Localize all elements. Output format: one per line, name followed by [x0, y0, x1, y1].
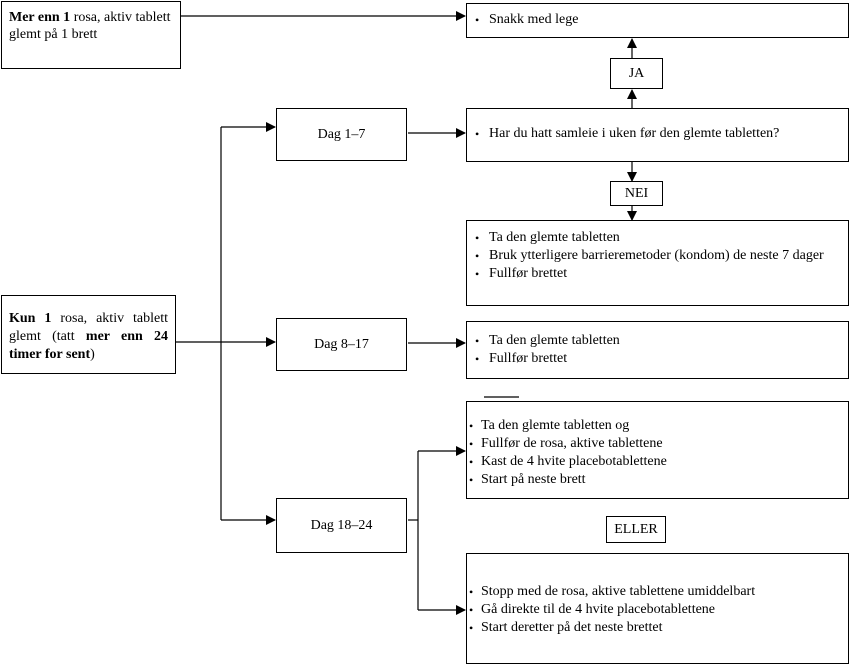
label-no-text: NEI: [624, 186, 649, 201]
list-item: Start deretter på det neste brettet: [469, 619, 848, 637]
box-day-18-24: Dag 18–24: [276, 498, 407, 553]
list-item: Fullfør brettet: [471, 350, 848, 368]
box-talk-to-doctor: Snakk med lege: [466, 3, 849, 38]
list-item: Ta den glemte tabletten: [471, 332, 848, 350]
day-8-17-label: Dag 8–17: [314, 337, 369, 352]
day-18-24-label: Dag 18–24: [310, 518, 373, 533]
list-item: Bruk ytterligere barrieremetoder (kondom…: [471, 247, 840, 265]
list-item: Stopp med de rosa, aktive tablettene umi…: [469, 583, 848, 601]
box-day-8-17-action: Ta den glemte tabletten Fullfør brettet: [466, 321, 849, 379]
label-yes-text: JA: [628, 66, 645, 81]
more-than-one-text: rosa, aktiv tablett glemt på 1 brett: [9, 10, 171, 42]
only-one-close: ): [90, 347, 95, 362]
list-item: Kast de 4 hvite placebotablettene: [469, 453, 848, 471]
list-item: Start på neste brett: [469, 471, 848, 489]
only-one-late-bold: mer enn 24 timer for sent: [9, 329, 168, 362]
list-item: Fullfør de rosa, aktive tablettene: [469, 435, 848, 453]
label-yes: JA: [610, 58, 663, 89]
list-item: Ta den glemte tabletten og: [469, 417, 848, 435]
list-item: Snakk med lege: [471, 11, 848, 29]
list-item: Ta den glemte tabletten: [471, 229, 840, 247]
box-no-action: Ta den glemte tabletten Bruk ytterligere…: [466, 220, 849, 306]
label-no: NEI: [610, 181, 663, 206]
box-intercourse-question: Har du hatt samleie i uken før den glemt…: [466, 108, 849, 162]
more-than-one-bold: Mer enn 1: [9, 10, 71, 25]
list-item: Har du hatt samleie i uken før den glemt…: [471, 125, 848, 143]
label-or-text: ELLER: [614, 522, 658, 537]
label-or: ELLER: [606, 516, 666, 543]
list-item: Gå direkte til de 4 hvite placebotablett…: [469, 601, 848, 619]
only-one-bold: Kun 1: [9, 311, 52, 326]
list-item: Fullfør brettet: [471, 265, 840, 283]
box-day-8-17: Dag 8–17: [276, 318, 407, 371]
box-day-1-7: Dag 1–7: [276, 108, 407, 161]
only-one-text: rosa, aktiv tablett glemt (tatt: [9, 311, 168, 344]
box-more-than-one-missed: Mer enn 1 rosa, aktiv tablett glemt på 1…: [1, 1, 181, 69]
box-option-a: Ta den glemte tabletten og Fullfør de ro…: [466, 401, 849, 499]
day-1-7-label: Dag 1–7: [317, 127, 366, 142]
box-only-one-missed: Kun 1 rosa, aktiv tablett glemt (tatt me…: [1, 295, 176, 374]
box-option-b: Stopp med de rosa, aktive tablettene umi…: [466, 553, 849, 664]
